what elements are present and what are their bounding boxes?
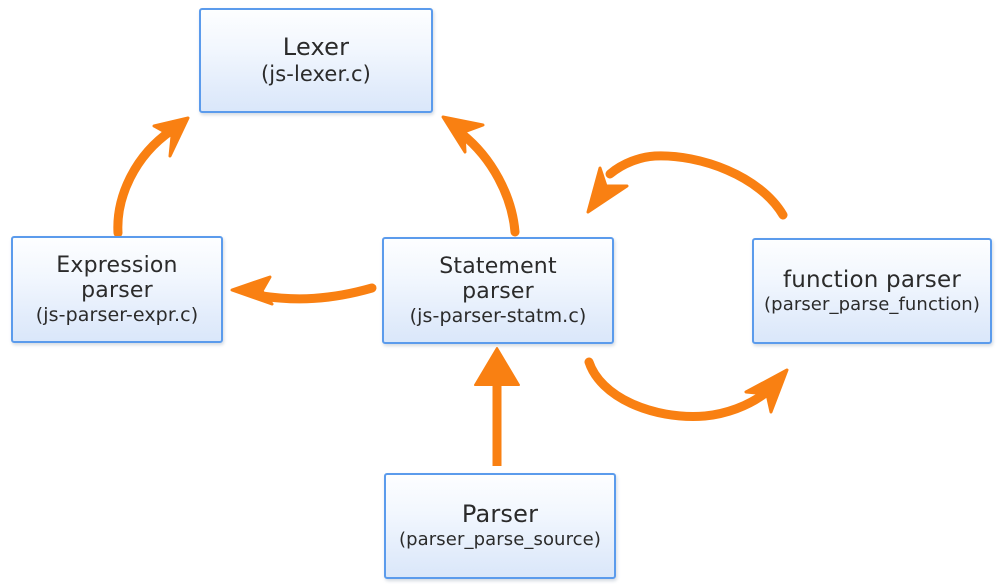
node-parser-title: Parser [461, 500, 539, 529]
node-statement-parser-title: Statement parser [439, 253, 557, 304]
edge-statement-to-function [584, 357, 789, 421]
node-lexer-title: Lexer [282, 32, 350, 61]
edge-statement-to-expression [230, 275, 377, 306]
node-function-parser-subtitle: (parser_parse_function) [764, 293, 980, 315]
node-statement-parser-subtitle: (js-parser-statm.c) [409, 304, 587, 327]
edge-parser-to-statement [474, 347, 520, 466]
node-parser[interactable]: Parser (parser_parse_source) [384, 473, 616, 579]
edge-statement-to-lexer [441, 115, 520, 237]
edge-expression-to-lexer [113, 116, 190, 238]
node-function-parser[interactable]: function parser (parser_parse_function) [752, 238, 992, 344]
node-statement-parser[interactable]: Statement parser (js-parser-statm.c) [382, 237, 614, 344]
node-lexer[interactable]: Lexer (js-lexer.c) [199, 8, 433, 113]
node-function-parser-title: function parser [782, 266, 961, 293]
node-expression-parser-subtitle: (js-parser-expr.c) [35, 303, 199, 326]
node-lexer-subtitle: (js-lexer.c) [261, 62, 371, 87]
node-expression-parser[interactable]: Expression parser (js-parser-expr.c) [11, 236, 223, 343]
node-expression-parser-title: Expression parser [56, 252, 178, 303]
node-parser-subtitle: (parser_parse_source) [399, 529, 601, 551]
edge-function-to-statement [586, 151, 788, 220]
